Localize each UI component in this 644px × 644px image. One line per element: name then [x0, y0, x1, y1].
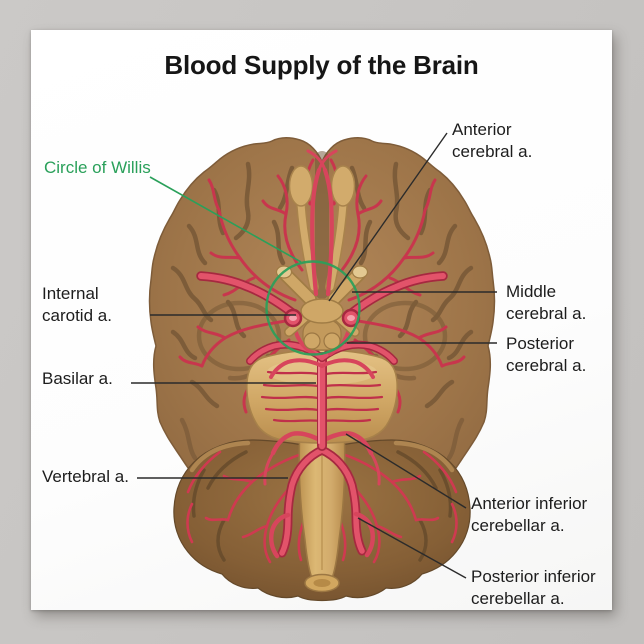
label-basilar: Basilar a. — [42, 369, 113, 388]
label-middle-cerebral: Middle cerebral a. — [506, 282, 587, 323]
label-vertebral: Vertebral a. — [42, 467, 129, 486]
label-posterior-cerebral: Posterior cerebral a. — [506, 334, 587, 375]
label-internal-carotid: Internal carotid a. — [42, 284, 112, 325]
label-circle-of-willis: Circle of Willis — [44, 158, 151, 177]
poster-title: Blood Supply of the Brain — [164, 50, 479, 80]
label-anterior-inferior-cerebellar: Anterior inferior cerebellar a. — [471, 494, 588, 535]
label-posterior-inferior-cerebellar: Posterior inferior cerebellar a. — [471, 567, 596, 608]
label-anterior-cerebral: Anterior cerebral a. — [452, 120, 533, 161]
